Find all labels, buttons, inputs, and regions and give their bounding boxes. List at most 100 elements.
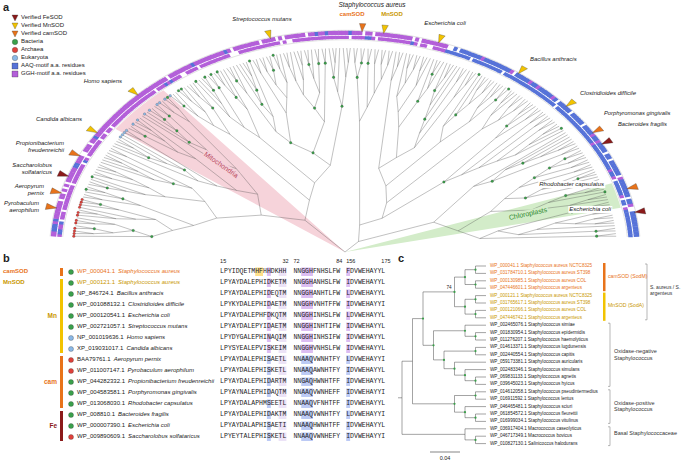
taxon-dot — [74, 222, 77, 225]
tree-branch — [283, 53, 289, 67]
tree-branch — [333, 48, 336, 63]
species-label: Streptococcus mutans — [232, 16, 291, 23]
taxon-dot — [69, 281, 74, 286]
tree-branch — [505, 163, 522, 170]
taxon-dot — [313, 107, 316, 110]
tip-label: WP_002483346.1 Staphylococcus simulans — [490, 367, 580, 372]
tree-branch — [507, 106, 536, 126]
group-label: Fe — [49, 422, 57, 429]
residue-number: 32 — [283, 258, 289, 264]
tree-branch — [145, 114, 190, 142]
tree-branch — [476, 381, 487, 385]
ring-segment — [271, 37, 276, 42]
tip-label: WP_046465481.1 Staphylococcus sciuri — [490, 404, 572, 409]
tree-branch — [407, 54, 410, 68]
tip-label: WP_001830954.1 Staphylococcus epidermidi… — [490, 330, 585, 335]
bootstrap-dot — [474, 298, 476, 300]
tree-branch — [361, 49, 364, 63]
bootstrap-value: 74 — [445, 285, 452, 290]
tip-label: WP_047446742.1 Staphylococcus argenteus — [490, 315, 582, 320]
verified-marker — [566, 99, 577, 107]
tree-branch — [189, 142, 206, 149]
tree-branch — [537, 223, 555, 229]
tree-branch — [165, 141, 178, 152]
taxon-dot — [494, 99, 497, 102]
chloroplast-wedge — [345, 183, 621, 252]
taxon-dot — [69, 303, 74, 308]
tree-branch — [387, 129, 482, 203]
tree-branch — [225, 85, 236, 97]
tree-branch — [414, 133, 419, 147]
tree-branch — [398, 112, 400, 127]
tree-branch — [360, 107, 368, 121]
tree-branch — [518, 231, 596, 234]
tree-branch — [444, 138, 496, 182]
taxon-dot — [560, 127, 563, 130]
ring-segment — [61, 212, 66, 215]
ring-segment — [70, 185, 75, 189]
ring-segment — [193, 66, 199, 70]
ring-segment — [371, 37, 375, 41]
tree-branch — [529, 134, 543, 144]
taxon-dot — [163, 118, 166, 121]
tree-branch — [454, 71, 470, 98]
taxon-dot — [106, 187, 109, 190]
group-label: Oxidase-positive Staphylococcus — [614, 400, 680, 413]
tree-branch — [566, 193, 585, 196]
tree-branch — [443, 74, 479, 126]
group-label: Mn — [48, 312, 57, 319]
tip-label: WP_014613371.1 Staphylococcus lugdunensi… — [490, 344, 586, 349]
tree-branch — [434, 331, 466, 346]
ring-segment — [59, 221, 64, 224]
tip-label: WP_010827130.1 Salinicoccus halodurans — [490, 441, 578, 446]
tree-branch — [127, 157, 192, 189]
tree-branch — [133, 231, 152, 237]
taxon-dot — [507, 88, 510, 91]
verified-marker — [439, 34, 446, 43]
tree-branch — [165, 119, 177, 130]
tree-branch — [416, 71, 420, 85]
sequence-block: NNGGHANHSLFW — [293, 279, 340, 286]
tree-branch — [198, 181, 217, 186]
tree-branch — [575, 219, 594, 224]
species-label: Aeropyrum pernix — [114, 356, 161, 363]
taxon-dot — [491, 180, 494, 183]
tree-branch — [313, 153, 330, 165]
tree-branch — [498, 108, 508, 121]
ring-segment — [345, 36, 349, 39]
tree-branch — [465, 434, 476, 440]
tree-branch — [597, 236, 617, 237]
accession-label: XP_019031017.1 — [77, 345, 123, 352]
tree-branch — [192, 101, 206, 112]
sequence-block: NNAAQVWNHTFY — [293, 411, 340, 418]
panel-letter: b — [3, 252, 10, 265]
figure-shape — [603, 293, 606, 321]
tree-branch — [179, 91, 192, 102]
taxon-dot — [180, 88, 183, 91]
tree-branch — [151, 130, 164, 141]
ring-segment — [550, 102, 556, 106]
verified-marker — [359, 23, 365, 31]
tree-branch — [476, 281, 487, 285]
taxon-dot — [235, 96, 238, 99]
tree-branch — [236, 97, 247, 109]
tree-branch — [496, 87, 506, 99]
ring-segment — [624, 194, 630, 198]
tree-branch — [149, 110, 164, 119]
ring-segment — [466, 56, 471, 60]
tree-branch — [432, 61, 440, 74]
taxon-dot — [144, 135, 147, 138]
tree-branch — [286, 83, 287, 98]
tip-label: WP_069831133.1 Staphylococcus agnetis — [490, 374, 576, 379]
tree-branch — [397, 96, 398, 111]
group-label: Basal Staphylococcaceae — [614, 430, 680, 436]
bootstrap-dot — [453, 403, 455, 405]
tree-branch — [440, 122, 469, 142]
taxon-dot — [158, 101, 161, 104]
tree-branch — [501, 91, 512, 103]
accession-label: WP_008810.1 — [77, 411, 115, 418]
species-label: Bacillus anthracis — [530, 56, 577, 63]
taxon-dot — [169, 94, 172, 97]
tree-branch — [476, 333, 487, 337]
